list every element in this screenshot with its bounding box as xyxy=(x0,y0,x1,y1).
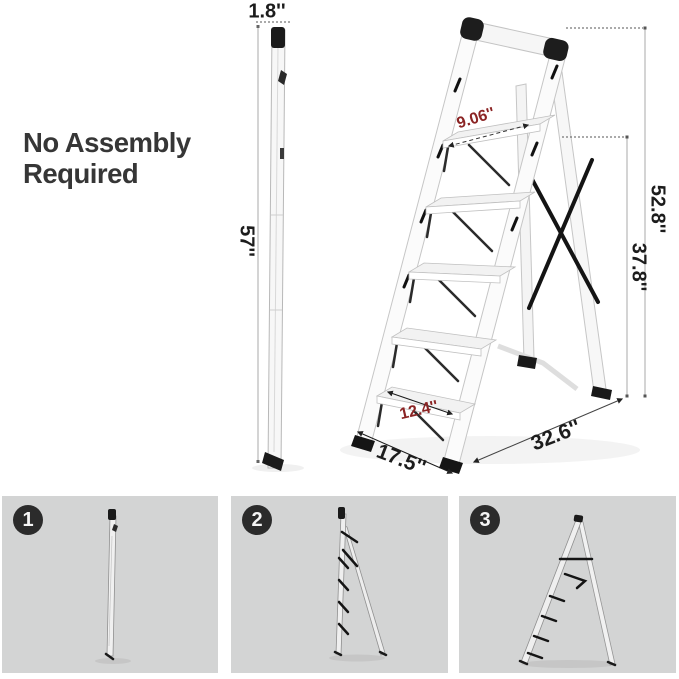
step-number-2: 2 xyxy=(251,508,263,531)
folded-ladder-foot xyxy=(262,452,284,471)
open-ladder-dimension-lines xyxy=(356,26,647,474)
folded-ladder-icon xyxy=(95,509,131,664)
folded-ladder-top-cap xyxy=(271,27,285,48)
folded-ladder-figure xyxy=(262,27,287,471)
fold-step-panel-1: 1 xyxy=(2,496,218,673)
folded-ladder-dimension-lines xyxy=(256,21,290,463)
overall-height-label: 52.8'' xyxy=(646,184,669,234)
step-lock-hooks xyxy=(402,64,559,289)
fold-step-panel-3: 3 xyxy=(459,496,676,673)
fold-sequence-row: 1 2 xyxy=(0,496,679,673)
step-badge-2: 2 xyxy=(242,505,272,535)
handle-left-cap xyxy=(460,17,484,41)
step-badge-3: 3 xyxy=(470,505,500,535)
headline-block: No Assembly Required xyxy=(23,127,191,189)
step-2 xyxy=(425,191,536,215)
front-left-rail xyxy=(355,30,479,445)
ladder-illustration xyxy=(252,17,647,474)
folded-height-label: 57'' xyxy=(235,225,258,257)
step-4 xyxy=(390,327,498,357)
fold-step-panel-2: 2 xyxy=(231,496,448,673)
half-open-ladder-icon xyxy=(329,507,388,662)
rear-cross-brace xyxy=(524,158,600,310)
step-3 xyxy=(407,262,517,284)
spreader-bar xyxy=(497,343,579,391)
open-ladder-icon xyxy=(518,514,617,668)
handle-right-cap xyxy=(543,37,569,62)
rear-frame-height-label: 37.8'' xyxy=(627,242,650,292)
headline-line1: No Assembly xyxy=(23,127,191,158)
step-number-1: 1 xyxy=(22,508,34,531)
headline-line2: Required xyxy=(23,158,139,189)
folded-width-label: 1.8'' xyxy=(248,0,286,23)
step-number-3: 3 xyxy=(479,508,491,531)
step-badge-1: 1 xyxy=(13,505,43,535)
open-ladder-figure xyxy=(351,17,612,474)
